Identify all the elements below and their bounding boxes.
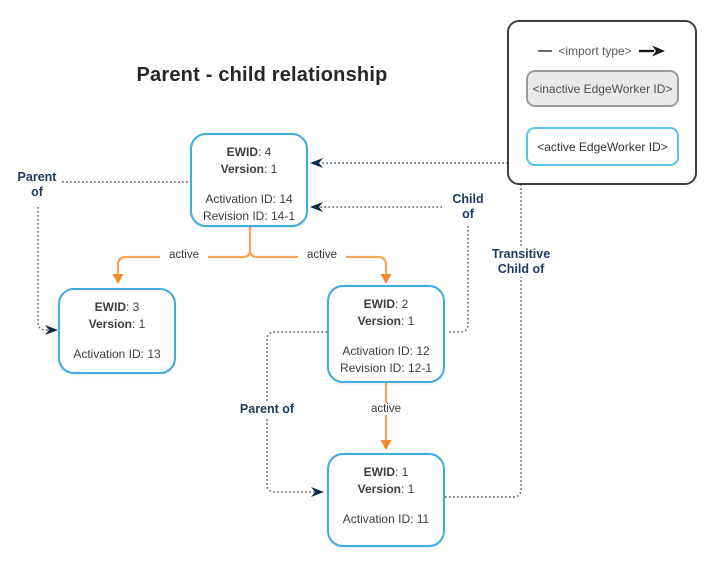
label-line: of [462, 207, 474, 221]
label-line: Child [452, 192, 484, 206]
label-parent-of-mid: Parent of [236, 402, 298, 417]
label-child-of: Child of [444, 192, 492, 222]
label-active-right: active [298, 249, 346, 261]
node-ewid-line: EWID: 4 [226, 145, 272, 159]
legend-active-edgeworker: <active EdgeWorker ID> [526, 127, 679, 166]
node-version-line: Version: 1 [357, 482, 415, 496]
label-active-left: active [160, 249, 208, 261]
node-ewid-line: EWID: 1 [363, 465, 409, 479]
node-ewid-2: EWID: 2 Version: 1 Activation ID: 12 Rev… [327, 285, 445, 383]
label-active-bottom: active [362, 403, 410, 415]
edge-transitive-child-of [310, 158, 522, 498]
node-activation-line: Activation ID: 11 [342, 512, 430, 526]
legend-import-type-label: <import type> [558, 44, 632, 58]
label-parent-of-top: Parent of [12, 170, 62, 200]
node-version-line: Version: 1 [220, 162, 278, 176]
node-ewid-line: EWID: 2 [363, 297, 409, 311]
label-line: Child of [497, 262, 545, 276]
import-line-icon [538, 50, 553, 52]
node-activation-line: Activation ID: 13 [73, 347, 161, 361]
label-transitive-child-of: Transitive Child of [479, 247, 563, 277]
label-line: of [31, 185, 43, 199]
legend-panel: <import type> <inactive EdgeWorker ID> <… [507, 20, 697, 185]
node-activation-line: Activation ID: 12 [342, 344, 430, 358]
legend-inactive-edgeworker: <inactive EdgeWorker ID> [526, 70, 679, 107]
node-ewid-4: EWID: 4 Version: 1 Activation ID: 14 Rev… [190, 133, 308, 227]
node-ewid-3: EWID: 3 Version: 1 Activation ID: 13 [58, 288, 176, 374]
legend-import-type-row: <import type> [509, 44, 695, 58]
edge-active-right [248, 249, 392, 284]
label-line: Transitive [491, 247, 551, 261]
edge-child-of-vertical [447, 226, 469, 333]
edge-parent-of-top-arrow [37, 207, 58, 335]
node-version-line: Version: 1 [88, 317, 146, 331]
node-ewid-line: EWID: 3 [94, 300, 140, 314]
node-revision-line: Revision ID: 14-1 [202, 209, 296, 223]
node-ewid-1: EWID: 1 Version: 1 Activation ID: 11 [327, 453, 445, 547]
import-arrow-icon [638, 45, 665, 57]
node-activation-line: Activation ID: 14 [205, 192, 293, 206]
node-version-line: Version: 1 [357, 314, 415, 328]
label-line: Parent [17, 170, 57, 184]
page-title: Parent - child relationship [136, 64, 388, 86]
edge-active-left [112, 249, 252, 284]
node-revision-line: Revision ID: 12-1 [339, 361, 433, 375]
